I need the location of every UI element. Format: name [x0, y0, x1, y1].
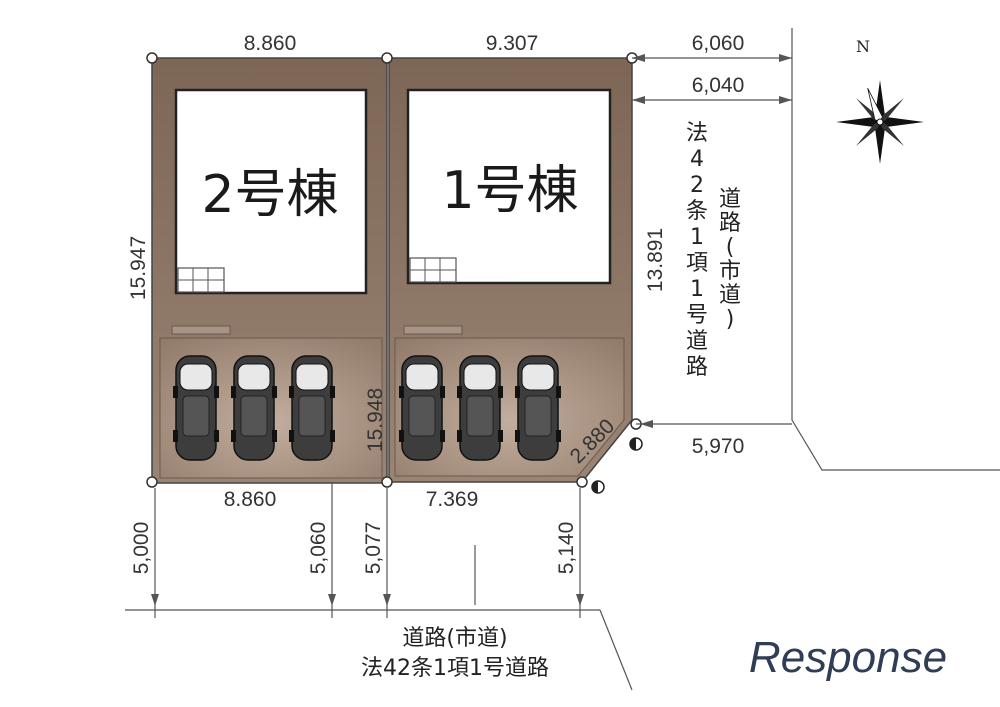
dim-top-left: 8.860: [244, 32, 297, 55]
dim-right-side: 13.891: [644, 228, 667, 292]
road-lines: [125, 28, 1000, 691]
dim-road-side-bottom: 5,970: [692, 435, 745, 458]
dim-road-front-4: 5,140: [555, 522, 578, 575]
car-icon: [231, 355, 277, 461]
dim-top-right: 9.307: [486, 32, 539, 55]
house-1: 1号棟: [403, 88, 612, 335]
dim-road-top-1: 6,060: [692, 32, 745, 55]
side-road-col2: 道路(市道): [719, 187, 741, 332]
dim-road-front-3: 5,077: [362, 522, 385, 575]
dim-road-front-1: 5,000: [130, 522, 153, 575]
building-1-label: 1号棟: [441, 161, 578, 221]
dim-middle: 15.948: [364, 388, 387, 452]
front-road-line1: 道路(市道): [402, 626, 507, 651]
dim-bottom-left: 8.860: [224, 488, 277, 511]
brand-logo: Response: [749, 633, 947, 682]
car-icon: [457, 355, 503, 461]
dim-left-side: 15.947: [127, 236, 150, 300]
front-road-line2: 法42条1項1号道路: [361, 656, 549, 681]
car-icon: [399, 355, 445, 461]
compass-rose-icon: [836, 80, 924, 164]
north-label: N: [856, 37, 870, 56]
dim-bottom-right: 7.369: [426, 488, 479, 511]
car-icon: [515, 355, 561, 461]
dimension-lines: [151, 54, 792, 606]
building-2-label: 2号棟: [201, 165, 338, 225]
boundary-marker-icon: [591, 437, 643, 494]
dim-road-front-2: 5,060: [307, 522, 330, 575]
dimension-labels: 8.860 9.307 6,060 6,040 5,970 8.860 7.36…: [127, 32, 744, 574]
car-icon: [289, 355, 335, 461]
house-2: 2号棟: [171, 88, 368, 335]
dim-road-top-2: 6,040: [692, 74, 745, 97]
boundary-points: [146, 52, 642, 488]
car-icon: [173, 355, 219, 461]
parking-cars: [173, 355, 561, 461]
